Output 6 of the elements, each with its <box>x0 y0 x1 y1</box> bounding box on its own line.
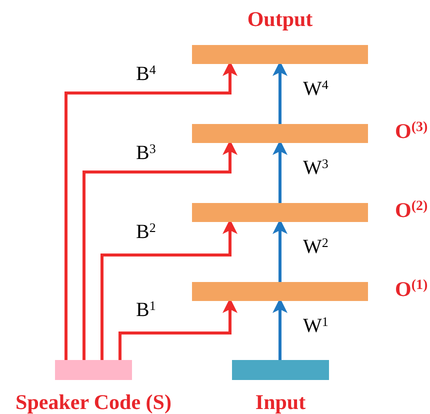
node-label: Output <box>247 9 313 30</box>
node-label: Speaker Code (S) <box>16 392 172 413</box>
output-label: O$^{(3)}$ <box>395 121 428 142</box>
output-label: O$^{(1)}$ <box>395 279 428 300</box>
output-label: O$^{(2)}$ <box>395 200 428 221</box>
node-label: Input <box>255 392 306 413</box>
